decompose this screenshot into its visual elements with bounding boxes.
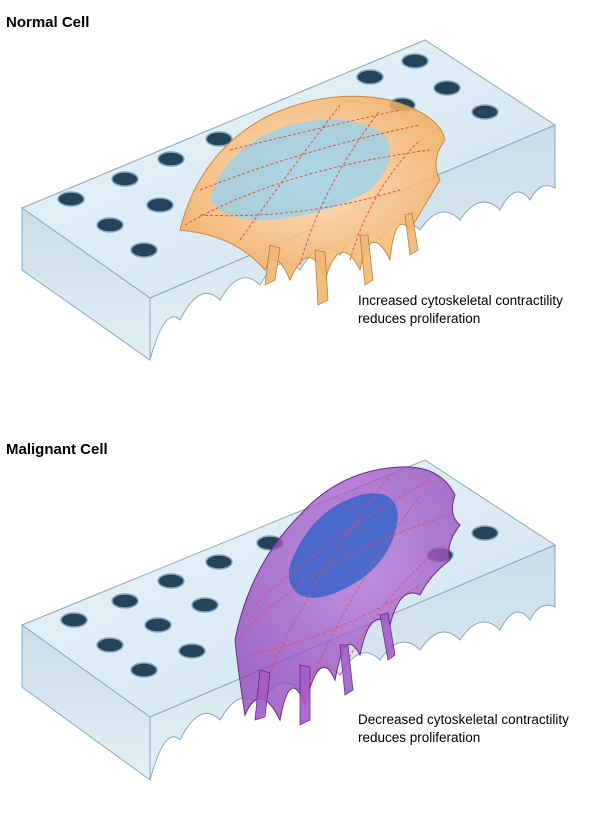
normal-cytoskeleton xyxy=(184,104,431,266)
normal-caption-line2: reduces proliferation xyxy=(358,311,481,326)
malignant-caption-line1: Decreased cytoskeletal contractility xyxy=(358,712,569,727)
normal-cell-illustration xyxy=(20,39,557,361)
malignant-caption-line2: reduces proliferation xyxy=(358,730,481,745)
normal-caption-line1: Increased cytoskeletal contractility xyxy=(358,293,563,308)
panel-title-normal: Normal Cell xyxy=(6,14,90,31)
malignant-cell-body xyxy=(234,466,461,722)
malignant-nucleus xyxy=(288,493,398,598)
malignant-cell-caption: Decreased cytoskeletal contractility red… xyxy=(358,711,569,747)
normal-cell-caption: Increased cytoskeletal contractility red… xyxy=(358,292,563,328)
malignant-cell-illustration xyxy=(20,459,557,781)
panel-title-malignant: Malignant Cell xyxy=(6,441,108,458)
malignant-cytoskeleton xyxy=(239,474,451,706)
normal-nucleus xyxy=(210,119,390,221)
